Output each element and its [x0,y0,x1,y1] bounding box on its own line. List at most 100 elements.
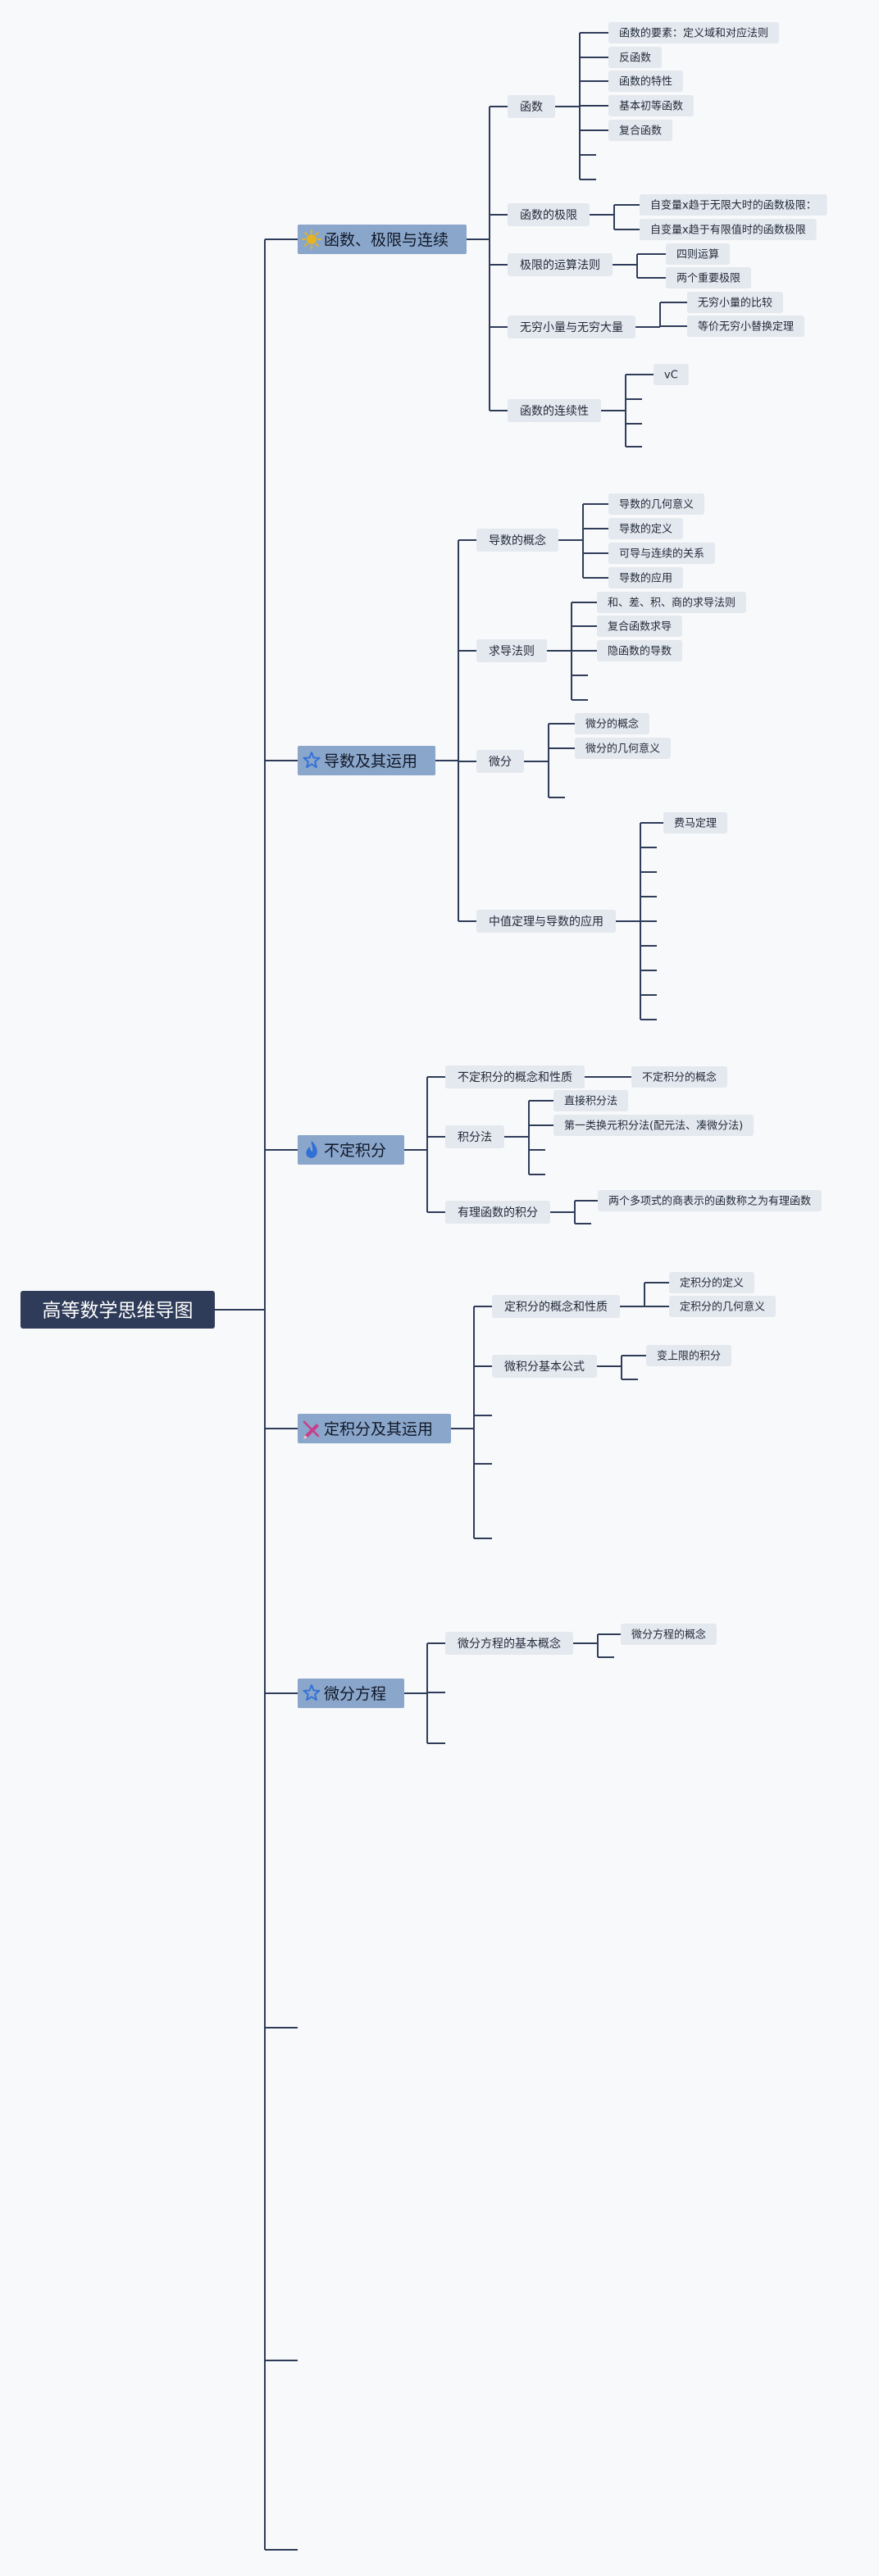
topic-node[interactable]: 积分法 [445,1125,505,1148]
branch-5[interactable]: 微分方程 [298,1679,405,1708]
branch-1[interactable]: 函数、极限与连续 [298,225,467,254]
subtopic-node-label: 微分的几何意义 [585,743,660,756]
subtopic-node[interactable]: 基本初等函数 [608,95,695,116]
topic-node[interactable]: 求导法则 [476,639,548,662]
subtopic-node[interactable]: 费马定理 [663,812,728,834]
subtopic-node-label: 两个多项式的商表示的函数称之为有理函数 [608,1195,811,1208]
subtopic-node[interactable]: 等价无穷小替换定理 [687,316,805,337]
topic-node[interactable]: 导数的概念 [476,529,559,552]
subtopic-node[interactable]: 隐函数的导数 [597,640,683,661]
topic-node-label: 中值定理与导数的应用 [489,915,603,929]
subtopic-node[interactable]: 两个多项式的商表示的函数称之为有理函数 [598,1190,822,1211]
topic-node[interactable]: 中值定理与导数的应用 [476,910,617,933]
subtopic-node-label: 直接积分法 [564,1095,617,1108]
subtopic-node-label: 微分方程的概念 [631,1629,706,1642]
topic-node-box [508,203,590,226]
subtopic-node-box [666,243,731,265]
subtopic-node-box [597,616,683,637]
subtopic-node[interactable]: 导数的定义 [608,518,684,539]
subtopic-node[interactable]: 微分方程的概念 [621,1624,717,1645]
subtopic-node-label: 隐函数的导数 [608,645,672,658]
subtopic-node-box [608,95,695,116]
subtopic-node[interactable]: vC [654,364,689,385]
subtopic-node-label: 等价无穷小替换定理 [698,320,794,334]
branch-1-label: 函数、极限与连续 [324,231,449,249]
topic-node-box [476,910,617,933]
branch-4[interactable]: 定积分及其运用 [298,1414,452,1443]
subtopic-node-label: 变上限的积分 [657,1350,721,1363]
subtopic-node-label: 第一类换元积分法(配元法、凑微分法) [564,1120,743,1133]
subtopic-node[interactable]: 可导与连续的关系 [608,543,716,564]
topic-node-box [445,1201,551,1224]
branch-3-label: 不定积分 [324,1142,386,1160]
subtopic-node-box [687,292,784,313]
topic-node[interactable]: 函数 [508,95,556,118]
branch-2[interactable]: 导数及其运用 [298,746,436,775]
topic-node-box [508,95,556,118]
subtopic-node[interactable]: 微分的几何意义 [575,738,672,759]
subtopic-node[interactable]: 函数的要素：定义域和对应法则 [608,22,780,43]
subtopic-node[interactable]: 自变量x趋于有限值时的函数极限 [640,219,817,240]
topic-node[interactable]: 微分 [476,750,525,773]
star-icon [303,1684,321,1701]
topic-node-label: 定积分的概念和性质 [504,1300,608,1314]
subtopic-node[interactable]: 变上限的积分 [646,1345,732,1366]
topic-node[interactable]: 定积分的概念和性质 [492,1295,621,1318]
subtopic-node-label: 函数的特性 [619,75,672,89]
topic-node[interactable]: 无穷小量与无穷大量 [508,316,636,338]
subtopic-node[interactable]: 导数的几何意义 [608,493,705,515]
branch-4-label: 定积分及其运用 [324,1420,433,1438]
subtopic-node[interactable]: 定积分的几何意义 [669,1296,777,1317]
flame-icon [306,1141,317,1158]
topic-node[interactable]: 微分方程的基本概念 [445,1632,574,1655]
branch-4-box [298,1414,452,1443]
subtopic-node-box [608,70,684,92]
subtopic-node-box [608,493,705,515]
subtopic-node-label: 导数的几何意义 [619,498,694,511]
subtopic-node[interactable]: 自变量x趋于无限大时的函数极限： [640,194,827,216]
subtopic-node[interactable]: 两个重要极限 [666,267,752,288]
subtopic-node-label: 和、差、积、商的求导法则 [608,597,736,610]
pencil-icon [303,1420,320,1439]
subtopic-node[interactable]: 不定积分的概念 [631,1066,728,1088]
branch-3[interactable]: 不定积分 [298,1135,405,1165]
subtopic-node-box [608,543,716,564]
mind-map-nodes: 高等数学思维导图 函数、极限与连续 函数 函数的要素：定义域和对应法则反函数函数的特性… [20,22,827,1708]
subtopic-node[interactable]: 无穷小量的比较 [687,292,784,313]
subtopic-node-box [640,219,817,240]
subtopic-node-label: 两个重要极限 [676,272,740,285]
subtopic-node-label: 微分的概念 [585,718,639,731]
subtopic-node-label: 不定积分的概念 [642,1071,717,1084]
subtopic-node-label: 定积分的几何意义 [680,1301,765,1314]
topic-node[interactable]: 不定积分的概念和性质 [445,1065,585,1088]
subtopic-node-box [553,1090,629,1111]
subtopic-node-label: 四则运算 [676,249,719,261]
subtopic-node-label: 导数的定义 [619,523,672,536]
topic-node-label: 微分 [489,756,512,769]
topic-node-box [476,750,525,773]
topic-node-box [508,399,602,422]
topic-node[interactable]: 极限的运算法则 [508,253,613,276]
subtopic-node[interactable]: 复合函数 [608,120,673,141]
subtopic-node[interactable]: 反函数 [608,47,663,68]
subtopic-node[interactable]: 复合函数求导 [597,616,683,637]
subtopic-node[interactable]: 微分的概念 [575,713,650,734]
subtopic-node[interactable]: 函数的特性 [608,70,684,92]
subtopic-node[interactable]: 直接积分法 [553,1090,629,1111]
topic-node[interactable]: 函数的极限 [508,203,590,226]
root-node[interactable]: 高等数学思维导图 [20,1291,215,1329]
topic-node[interactable]: 函数的连续性 [508,399,602,422]
subtopic-node[interactable]: 定积分的定义 [669,1272,755,1293]
subtopic-node[interactable]: 和、差、积、商的求导法则 [597,592,747,613]
subtopic-node-box [608,22,780,43]
subtopic-node-box [608,518,684,539]
topic-node-box [445,1065,585,1088]
subtopic-node[interactable]: 第一类换元积分法(配元法、凑微分法) [553,1115,754,1136]
branch-1-box [298,225,467,254]
topic-node-box [445,1632,574,1655]
subtopic-node[interactable]: 四则运算 [666,243,731,265]
subtopic-node[interactable]: 导数的应用 [608,567,684,588]
topic-node[interactable]: 微积分基本公式 [492,1355,598,1378]
topic-node[interactable]: 有理函数的积分 [445,1201,551,1224]
subtopic-node-box [687,316,805,337]
